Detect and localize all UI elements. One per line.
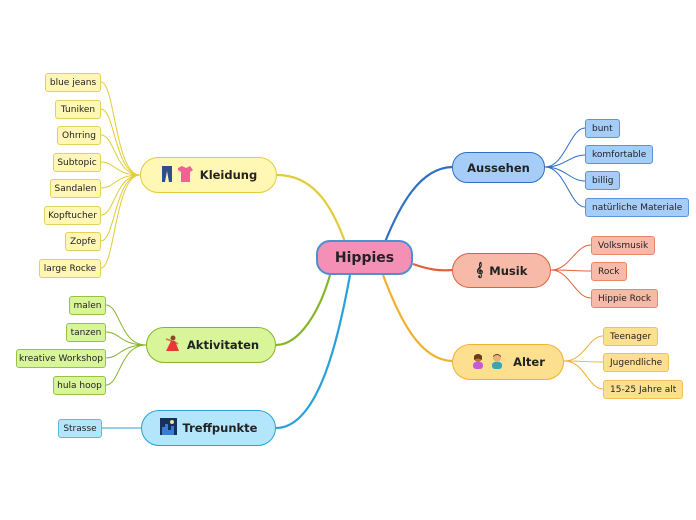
music-score-icon: 𝄞 [475,263,484,278]
topic-aktivitaten[interactable]: Aktivitaten [146,327,276,363]
topic-musik[interactable]: 𝄞 Musik [452,253,551,288]
topic-treffpunkte-label: Treffpunkte [182,421,258,435]
subtopic-komfortable[interactable]: komfortable [585,145,654,164]
subtopic-volksmusik[interactable]: Volksmusik [591,236,656,255]
subtopic-large-rocke[interactable]: large Rocke [39,259,101,278]
night-city-icon [159,418,177,438]
topic-musik-label: Musik [489,263,528,278]
subtopic-zopfe[interactable]: Zopfe [65,232,101,251]
subtopic-subtopic[interactable]: Subtopic [53,153,101,172]
subtopic-sandalen[interactable]: Sandalen [50,179,101,198]
subtopic-kreative-workshop[interactable]: kreative Workshop [16,349,106,368]
subtopic-blue-jeans[interactable]: blue jeans [45,73,101,92]
subtopic-ohrring[interactable]: Ohrring [57,126,101,145]
topic-kleidung[interactable]: Kleidung [140,157,277,193]
subtopic-rock[interactable]: Rock [591,262,627,281]
topic-aktivitaten-label: Aktivitaten [186,338,260,352]
dancer-icon [163,335,181,356]
subtopic-hippie-rock[interactable]: Hippie Rock [591,289,659,308]
subtopic-jugendliche[interactable]: Jugendliche [603,353,670,372]
jeans-and-shirt-icon [160,165,194,186]
topic-aussehen-label: Aussehen [467,160,530,175]
topic-alter[interactable]: Alter [452,344,564,380]
central-topic-hippies[interactable]: Hippies [316,240,413,275]
subtopic-malen[interactable]: malen [69,296,106,315]
subtopic-bunt[interactable]: bunt [585,119,620,138]
topic-aussehen[interactable]: Aussehen [452,152,545,183]
people-icon [471,353,507,372]
topic-alter-label: Alter [513,355,545,369]
subtopic-teenager[interactable]: Teenager [603,327,659,346]
subtopic-tanzen[interactable]: tanzen [66,323,106,342]
topic-kleidung-label: Kleidung [199,168,258,182]
subtopic-kopftucher[interactable]: Kopftucher [44,206,101,225]
topic-treffpunkte[interactable]: Treffpunkte [141,410,276,446]
subtopic-hula-hoop[interactable]: hula hoop [53,376,106,395]
subtopic-billig[interactable]: billig [585,171,621,190]
subtopic-tuniken[interactable]: Tuniken [55,100,101,119]
subtopic-natuerliche-materiale[interactable]: natürliche Materiale [585,198,690,217]
subtopic-strasse[interactable]: Strasse [58,419,102,438]
subtopic-15-25-jahre-alt[interactable]: 15-25 Jahre alt [603,380,684,399]
